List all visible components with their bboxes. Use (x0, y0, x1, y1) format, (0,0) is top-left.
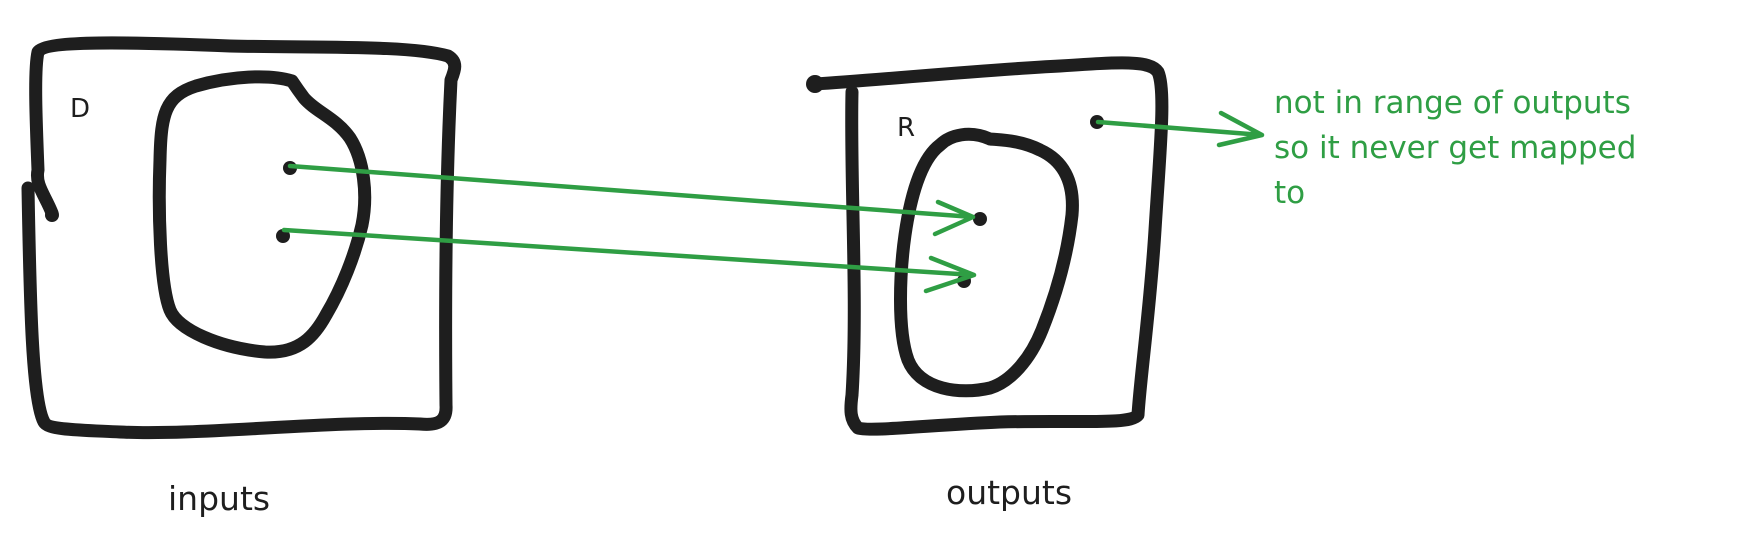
range-point-1 (973, 212, 987, 226)
domain-set: D (21, 36, 462, 440)
range-box-stroke-start (806, 75, 824, 93)
annotation: not in range of outputs so it never get … (1274, 85, 1636, 211)
domain-box-outline (21, 36, 462, 440)
range-inner-set (894, 127, 1079, 398)
annotation-arrow (1095, 110, 1265, 148)
annotation-line-2: so it never get mapped (1274, 130, 1636, 166)
mapping-arrow-1 (287, 163, 976, 237)
inputs-caption: inputs (168, 479, 270, 518)
outputs-caption: outputs (946, 473, 1072, 512)
domain-box-stroke-end (45, 208, 59, 222)
mapping-arrows (281, 110, 1265, 294)
domain-label: D (70, 94, 90, 124)
range-label: R (897, 113, 915, 143)
domain-point-2 (276, 229, 290, 243)
range-set: R (806, 56, 1169, 436)
range-box-outline (808, 56, 1169, 436)
domain-inner-set (152, 70, 372, 359)
mapping-arrow-2 (281, 227, 977, 294)
annotation-line-1: not in range of outputs (1274, 85, 1631, 121)
annotation-line-3: to (1274, 175, 1305, 211)
